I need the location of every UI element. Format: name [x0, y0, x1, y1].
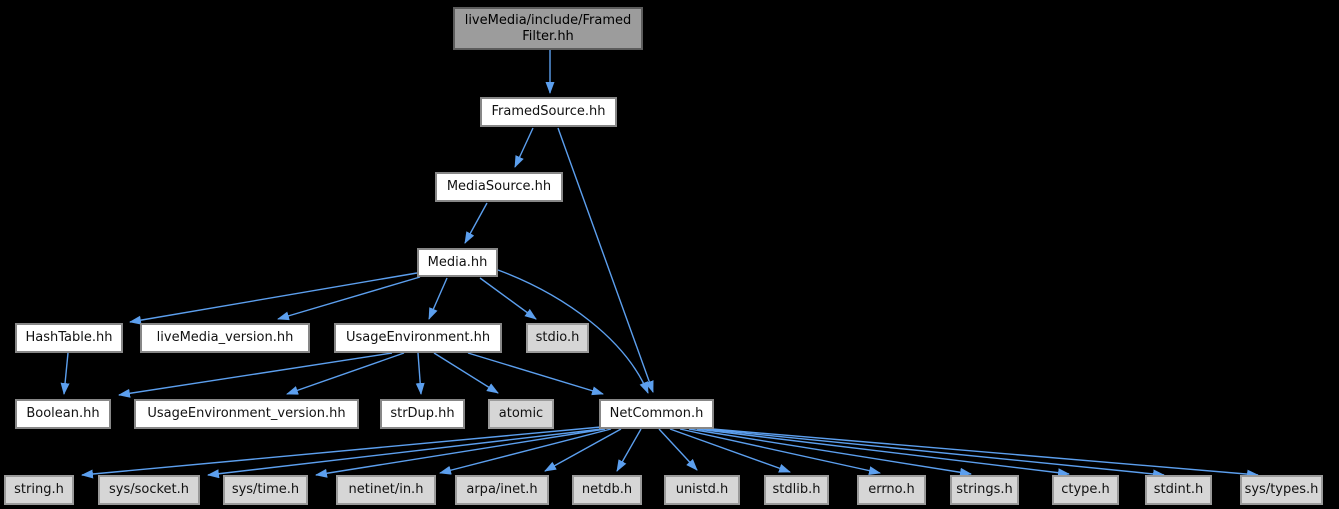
node-stdlib-h: stdlib.h: [764, 475, 829, 505]
edge-netcommon-strings: [688, 428, 972, 477]
node-netinet-in-h: netinet/in.h: [336, 475, 436, 505]
node-label: sys/types.h: [1244, 482, 1319, 497]
node-stdio-h: stdio.h: [526, 323, 589, 353]
node-sys-socket-h: sys/socket.h: [98, 475, 200, 505]
edge-netcommon-errno: [679, 428, 881, 476]
node-livemedia-version-hh[interactable]: liveMedia_version.hh: [140, 323, 310, 353]
node-atomic: atomic: [488, 399, 554, 429]
edge-netcommon-stdlib: [669, 428, 791, 473]
node-strings-h: strings.h: [950, 475, 1019, 505]
edge-media-stdio: [479, 277, 537, 320]
node-errno-h: errno.h: [857, 475, 926, 505]
node-label: unistd.h: [675, 482, 729, 497]
node-boolean-hh[interactable]: Boolean.hh: [15, 399, 111, 429]
node-mediasource-hh[interactable]: MediaSource.hh: [435, 172, 563, 202]
node-netdb-h: netdb.h: [572, 475, 642, 505]
node-netcommon-h[interactable]: NetCommon.h: [599, 399, 714, 429]
edge-hashtable-boolean: [60, 352, 70, 395]
node-label: liveMedia_version.hh: [156, 330, 294, 345]
edge-netcommon-string: [81, 426, 602, 479]
node-usageenvironment-hh[interactable]: UsageEnvironment.hh: [334, 323, 502, 353]
node-label: UsageEnvironment_version.hh: [147, 406, 346, 421]
edge-netcommon-sys-time: [315, 428, 606, 478]
edge-media-livemedia-version: [277, 276, 421, 321]
node-hashtable-hh[interactable]: HashTable.hh: [15, 323, 123, 353]
root-label-line1: liveMedia/include/Framed: [464, 12, 632, 28]
node-label: UsageEnvironment.hh: [345, 330, 491, 345]
node-label: stdint.h: [1153, 482, 1204, 497]
node-arpa-inet-h: arpa/inet.h: [455, 475, 549, 505]
node-unistd-h: unistd.h: [664, 475, 740, 505]
edge-usageenvironment-netcommon: [467, 352, 604, 396]
node-label: netdb.h: [581, 482, 633, 497]
root-label-line2: Filter.hh: [522, 28, 574, 44]
edge-netcommon-arpa-inet: [544, 428, 622, 472]
node-label: errno.h: [868, 482, 915, 497]
node-framedfilter-hh-root: liveMedia/include/Framed Filter.hh: [453, 7, 643, 50]
node-usageenvironment-version-hh[interactable]: UsageEnvironment_version.hh: [134, 399, 359, 429]
node-label: NetCommon.h: [609, 406, 704, 421]
edge-netcommon-netdb: [616, 428, 642, 472]
node-label: sys/time.h: [231, 482, 300, 497]
node-sys-time-h: sys/time.h: [223, 475, 308, 505]
node-media-hh[interactable]: Media.hh: [417, 248, 498, 277]
node-label: stdio.h: [535, 330, 580, 345]
node-label: ctype.h: [1061, 482, 1110, 497]
node-label: HashTable.hh: [25, 330, 113, 345]
edge-netcommon-sys-types: [711, 428, 1259, 479]
node-label: FramedSource.hh: [491, 104, 606, 119]
node-stdint-h: stdint.h: [1145, 475, 1212, 505]
node-label: strDup.hh: [390, 406, 455, 421]
edge-framedsource-netcommon: [557, 127, 654, 393]
edge-usageenvironment-atomic: [433, 352, 499, 394]
node-label: strings.h: [956, 482, 1013, 497]
node-label: Boolean.hh: [26, 406, 100, 421]
node-sys-types-h: sys/types.h: [1240, 475, 1323, 505]
edge-media-netcommon: [497, 269, 649, 394]
node-label: netinet/in.h: [348, 482, 424, 497]
edge-framedsource-mediasource: [514, 127, 534, 168]
node-string-h: string.h: [4, 475, 74, 505]
node-strdup-hh[interactable]: strDup.hh: [380, 399, 465, 429]
node-label: MediaSource.hh: [446, 179, 552, 194]
node-ctype-h: ctype.h: [1052, 475, 1119, 505]
node-label: string.h: [14, 482, 64, 497]
node-label: stdlib.h: [772, 482, 821, 497]
node-framedsource-hh[interactable]: FramedSource.hh: [480, 97, 617, 127]
node-label: sys/socket.h: [108, 482, 190, 497]
node-label: Media.hh: [427, 254, 488, 270]
node-label: atomic: [498, 406, 544, 421]
edge-media-usageenvironment: [428, 277, 448, 320]
edge-netcommon-unistd: [658, 428, 698, 471]
edge-netcommon-stdint: [703, 428, 1165, 479]
edge-netcommon-ctype: [696, 428, 1070, 478]
edge-usageenvironment-strdup: [415, 352, 425, 395]
edge-media-hashtable: [129, 272, 418, 325]
node-label: arpa/inet.h: [466, 482, 538, 497]
edge-netcommon-sys-socket: [207, 428, 603, 479]
edge-usageenvironment-boolean: [118, 352, 393, 398]
edge-usageenvironment-version: [286, 352, 405, 395]
edge-netcommon-netinet-in: [439, 428, 612, 475]
edge-mediasource-media: [464, 202, 488, 244]
